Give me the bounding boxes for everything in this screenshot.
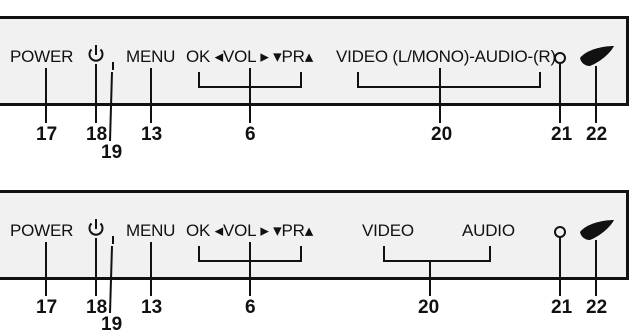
callout-6: 6 xyxy=(245,297,256,318)
callout-13: 13 xyxy=(141,124,163,145)
controls-label: OK ◂VOL ▸ ▾PR▴ xyxy=(186,221,314,240)
callout-20: 20 xyxy=(418,297,440,318)
front-panel-top xyxy=(0,16,629,106)
callout-18: 18 xyxy=(86,297,108,318)
callout-17: 17 xyxy=(36,124,58,145)
callout-21: 21 xyxy=(551,124,573,145)
callout-21: 21 xyxy=(551,297,573,318)
menu-button-label: MENU xyxy=(126,47,176,66)
audio-input-label: AUDIO xyxy=(462,221,515,240)
callout-18: 18 xyxy=(86,124,108,145)
indicator-mark xyxy=(112,236,114,244)
front-panel-bottom xyxy=(0,190,629,280)
callout-20: 20 xyxy=(431,124,453,145)
callout-22: 22 xyxy=(586,297,608,318)
indicator-mark xyxy=(112,62,114,70)
power-button-label: POWER xyxy=(10,221,74,240)
callout-13: 13 xyxy=(141,297,163,318)
callout-22: 22 xyxy=(586,124,608,145)
callout-19: 19 xyxy=(101,314,123,335)
power-button-label: POWER xyxy=(10,47,74,66)
callout-17: 17 xyxy=(36,297,58,318)
callout-6: 6 xyxy=(245,124,256,145)
av-input-label: VIDEO (L/MONO)-AUDIO-(R) xyxy=(336,47,556,66)
video-input-label: VIDEO xyxy=(362,221,414,240)
controls-label: OK ◂VOL ▸ ▾PR▴ xyxy=(186,47,314,66)
menu-button-label: MENU xyxy=(126,221,176,240)
callout-19: 19 xyxy=(101,142,123,163)
